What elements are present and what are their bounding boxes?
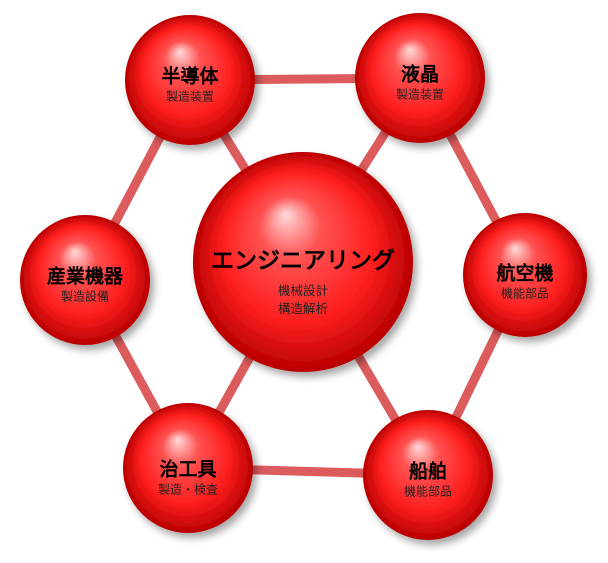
node-jig-sphere: [123, 403, 253, 533]
node-semiconductor-sphere: [125, 15, 255, 145]
node-ship: 船舶 機能部品: [404, 460, 452, 501]
node-title: 船舶: [408, 460, 448, 483]
node-industrial-sphere: [20, 215, 150, 345]
node-lcd-sphere: [355, 13, 485, 143]
center-title: エンジニアリング: [211, 248, 395, 274]
node-title: 航空機: [496, 262, 554, 285]
node-title: 液晶: [400, 63, 440, 86]
node-title: 産業機器: [46, 265, 124, 288]
node-aircraft: 航空機 機能部品: [496, 262, 553, 303]
node-subtitle: 機能部品: [403, 484, 453, 499]
node-semiconductor: 半導体 製造装置: [161, 65, 218, 106]
node-ship-sphere: [363, 410, 493, 540]
node-subtitle: 製造装置: [165, 89, 215, 104]
node-industrial: 産業機器 製造設備: [47, 265, 123, 306]
node-jig: 治工具 製造・検査: [158, 458, 218, 499]
node-subtitle: 製造装置: [395, 87, 445, 102]
node-title: 治工具: [159, 458, 217, 481]
center-sphere: [193, 152, 413, 372]
spheres: [20, 13, 587, 540]
node-subtitle: 製造・検査: [157, 482, 219, 497]
node-lcd: 液晶 製造装置: [396, 63, 444, 104]
node-aircraft-sphere: [463, 213, 587, 337]
center-node: エンジニアリング 機械設計 構造解析: [211, 246, 395, 318]
node-subtitle: 製造設備: [60, 289, 110, 304]
center-line-1: 機械設計: [277, 283, 328, 298]
node-title: 半導体: [161, 65, 219, 88]
center-line-2: 構造解析: [277, 301, 328, 316]
node-subtitle: 機能部品: [500, 286, 550, 301]
